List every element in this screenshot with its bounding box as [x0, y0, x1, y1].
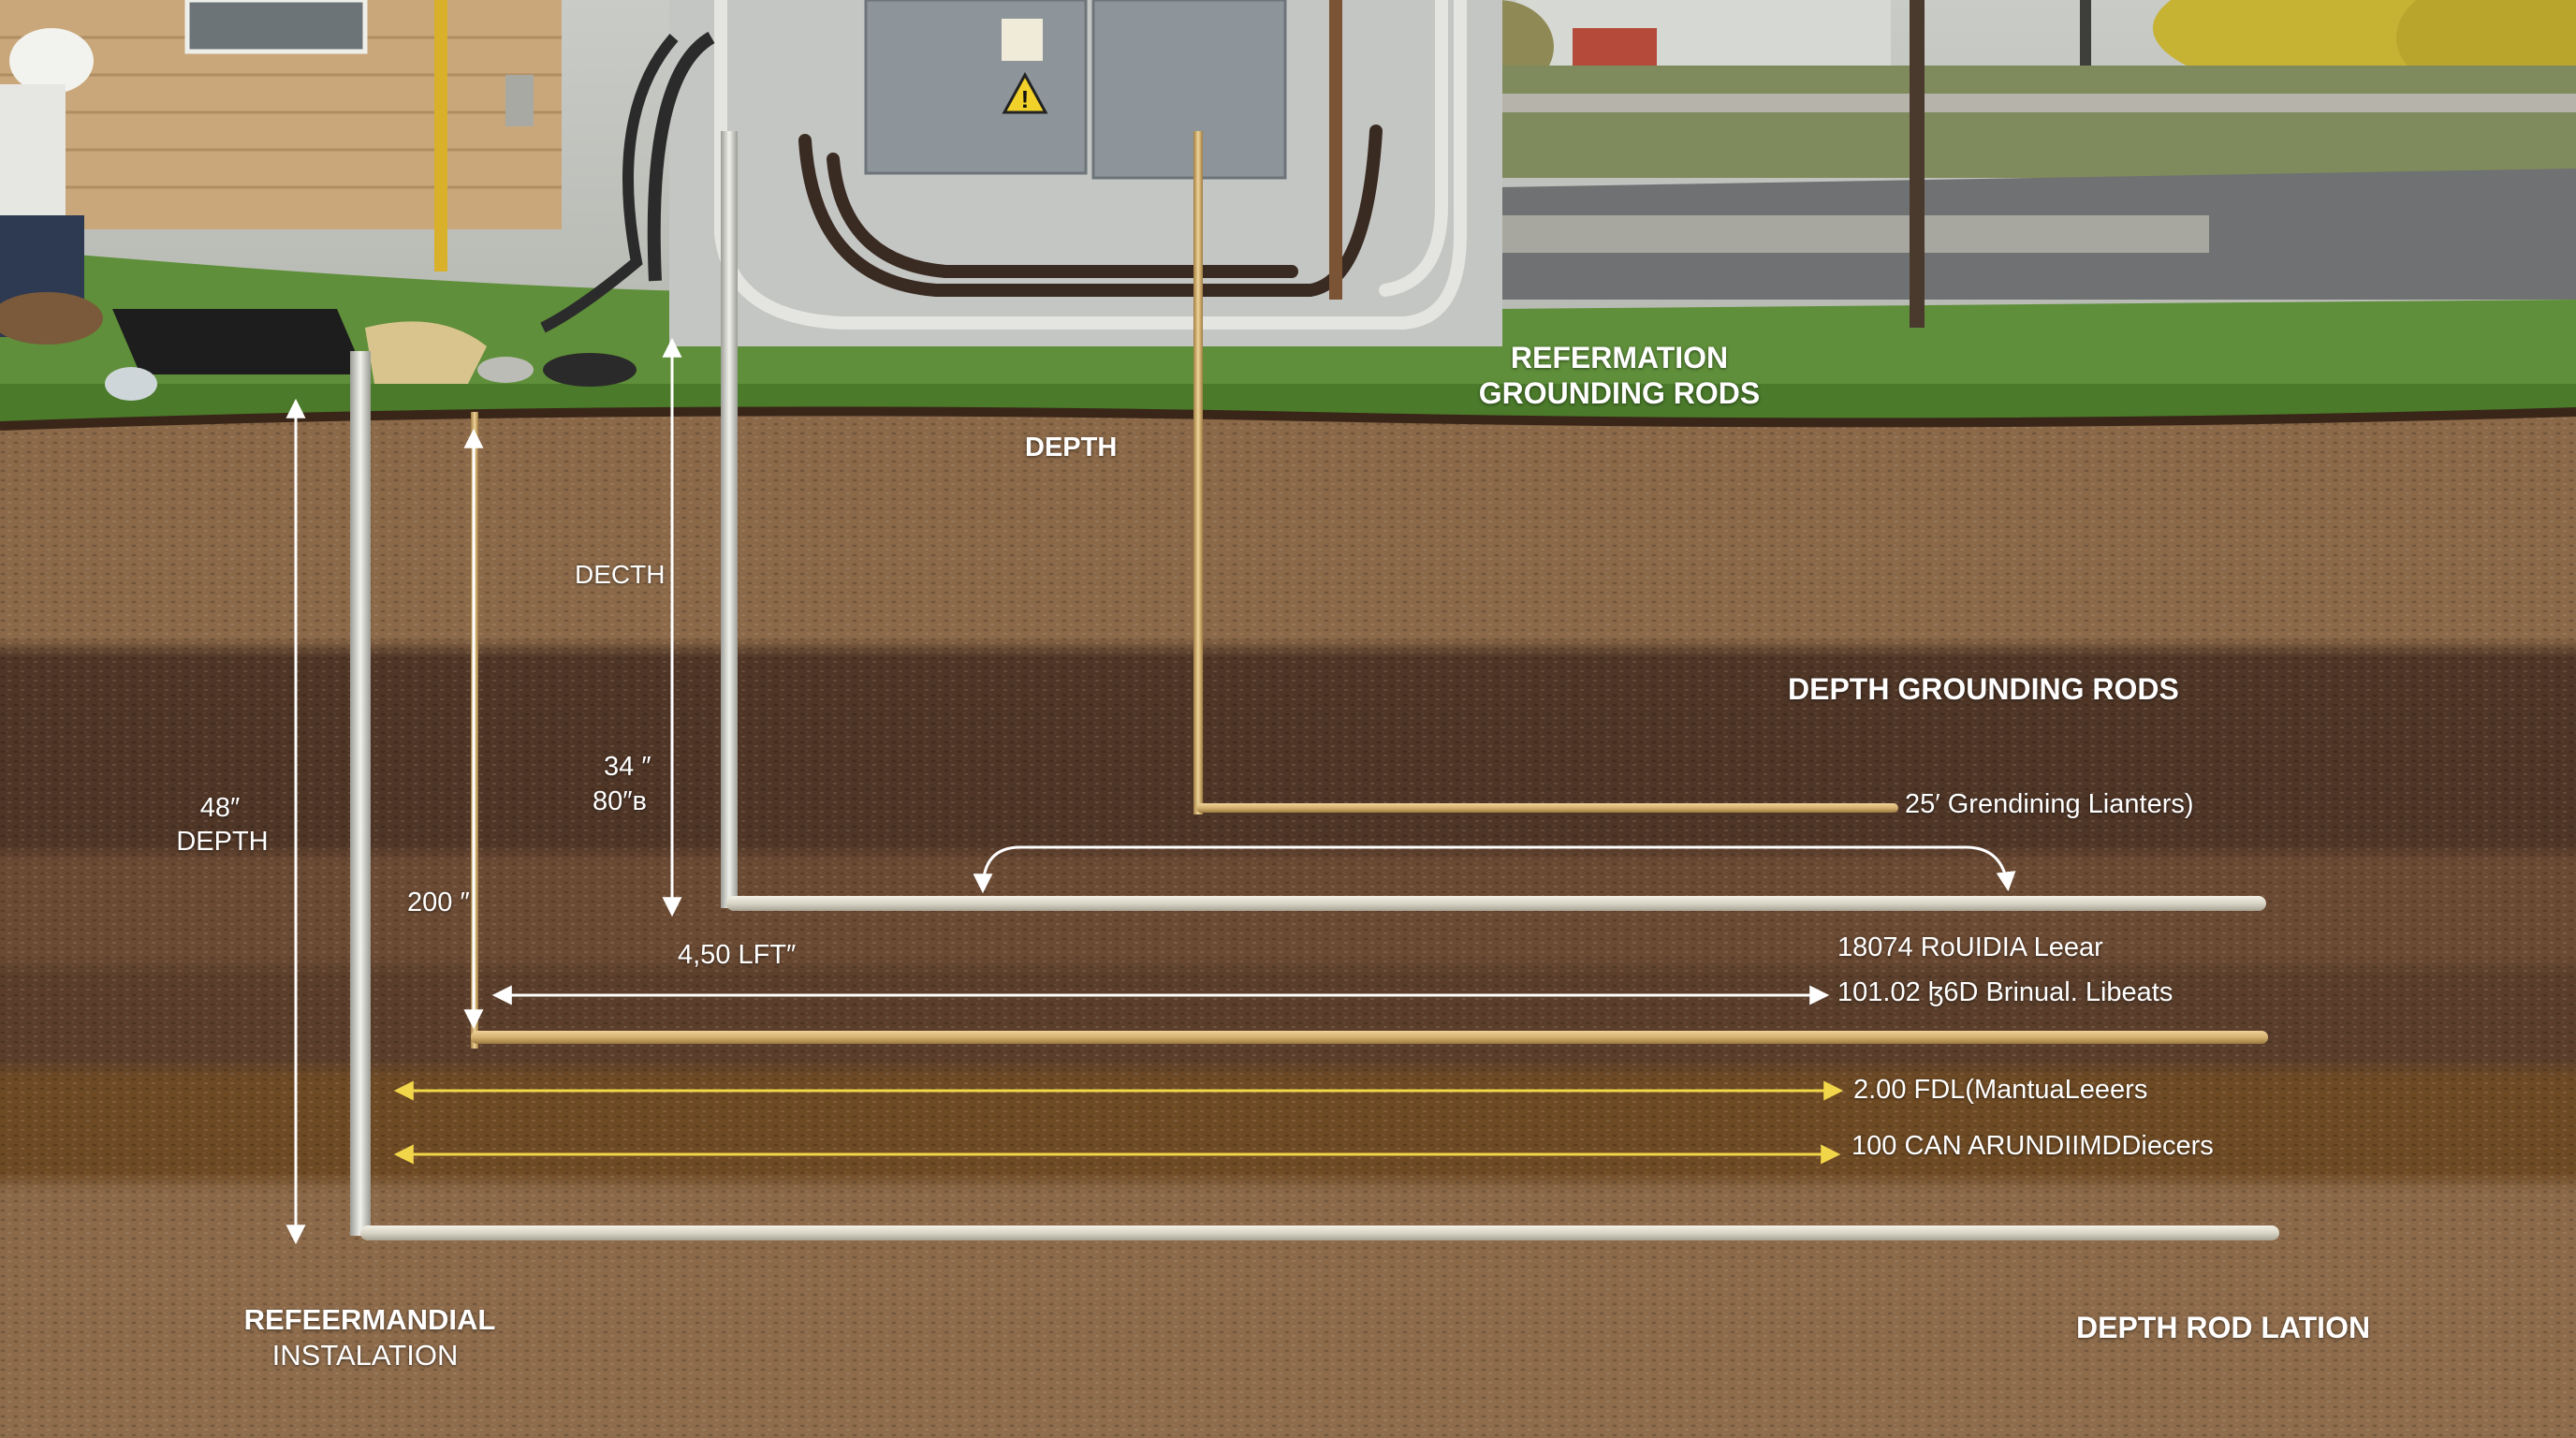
label-can: 100 CAN ARUNDIIMDDiecers: [1852, 1131, 2214, 1161]
rod-vertical-d: [1193, 131, 1203, 814]
electrical-cabinet-icon: !: [540, 0, 1502, 346]
worker-icon: [0, 28, 103, 345]
label-refermandial: REFEERMANDIAL: [243, 1303, 496, 1336]
soil-cross-section: [0, 406, 2576, 1438]
rod-horizontal-c: [726, 896, 2266, 911]
warning-mark: !: [1021, 85, 1030, 113]
label-brinual: 101.02 ɮ6D Brinual. Libeats: [1837, 977, 2174, 1007]
label-depth-left: DEPTH: [176, 827, 269, 857]
label-refermation: REFERMATION: [1510, 341, 1729, 374]
label-depth-grounding-rods: DEPTH GROUNDING RODS: [1788, 672, 2179, 706]
label-depth-rod-lation: DEPTH ROD LATION: [2076, 1311, 2371, 1344]
label-roudia: 18074 RoUIDIA Leear: [1837, 932, 2103, 962]
label-depth-48: 48″: [199, 793, 241, 823]
rod-horizontal-a: [360, 1225, 2279, 1240]
label-depth-34: 34 ″: [604, 752, 651, 782]
measurement-arrows: [285, 337, 2016, 1245]
label-instalation: INSTALATION: [271, 1339, 459, 1372]
rod-horizontal-d: [1196, 803, 1898, 813]
span-arrow-c: [973, 845, 2016, 894]
label-decth: DECTH: [575, 560, 666, 589]
label-depth-200: 200 ″: [407, 888, 470, 917]
rod-vertical-a: [350, 351, 371, 1236]
building-window: [184, 0, 368, 54]
label-grounding-rods-top: GROUNDING RODS: [1478, 376, 1761, 410]
rod-vertical-c: [721, 131, 738, 908]
tools-pile: [105, 309, 637, 401]
warning-sign-icon: [1002, 71, 1048, 114]
label-lianters: 25′ Grendining Lianters): [1905, 789, 2194, 819]
label-fdl: 2.00 FDL(MantuaLeeers: [1853, 1075, 2148, 1105]
label-lft: 4,50 LFT″: [678, 940, 797, 970]
label-depth-80: 80″в: [593, 786, 647, 816]
utility-pole: [1910, 0, 1925, 328]
rod-horizontal-b: [471, 1031, 2268, 1044]
label-depth-top: DEPTH: [1025, 433, 1118, 462]
